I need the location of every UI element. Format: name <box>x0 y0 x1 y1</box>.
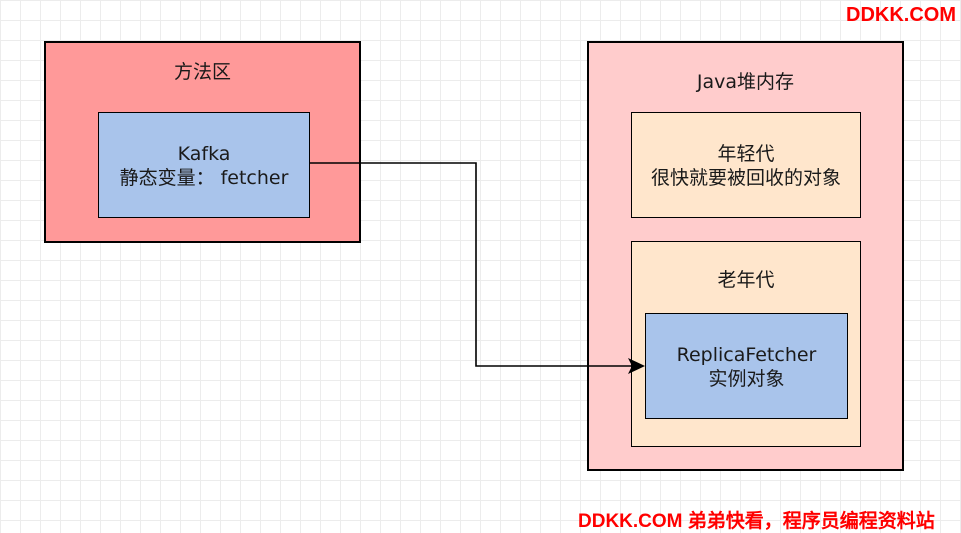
replica-fetcher-object: ReplicaFetcher 实例对象 <box>645 313 848 419</box>
method-area-title: 方法区 <box>173 61 231 83</box>
method-area: 方法区 Kafka 静态变量： fetcher <box>44 41 361 243</box>
instance-object-label: 实例对象 <box>708 368 785 390</box>
young-generation-description: 很快就要被回收的对象 <box>650 167 841 189</box>
old-generation-title: 老年代 <box>717 269 775 291</box>
kafka-class-box: Kafka 静态变量： fetcher <box>98 112 310 218</box>
java-heap: Java堆内存 年轻代 很快就要被回收的对象 老年代 ReplicaFetche… <box>587 41 904 471</box>
old-generation: 老年代 ReplicaFetcher 实例对象 <box>631 241 861 447</box>
watermark-bottom: DDKK.COM 弟弟快看，程序员编程资料站 <box>578 511 935 532</box>
watermark-top: DDKK.COM <box>846 4 956 26</box>
java-heap-title: Java堆内存 <box>696 71 795 93</box>
replica-fetcher-class-name: ReplicaFetcher <box>676 344 817 366</box>
young-generation-title: 年轻代 <box>717 143 775 165</box>
young-generation: 年轻代 很快就要被回收的对象 <box>631 112 861 218</box>
static-variable-label: 静态变量： fetcher <box>119 167 289 189</box>
kafka-class-name: Kafka <box>177 143 231 165</box>
